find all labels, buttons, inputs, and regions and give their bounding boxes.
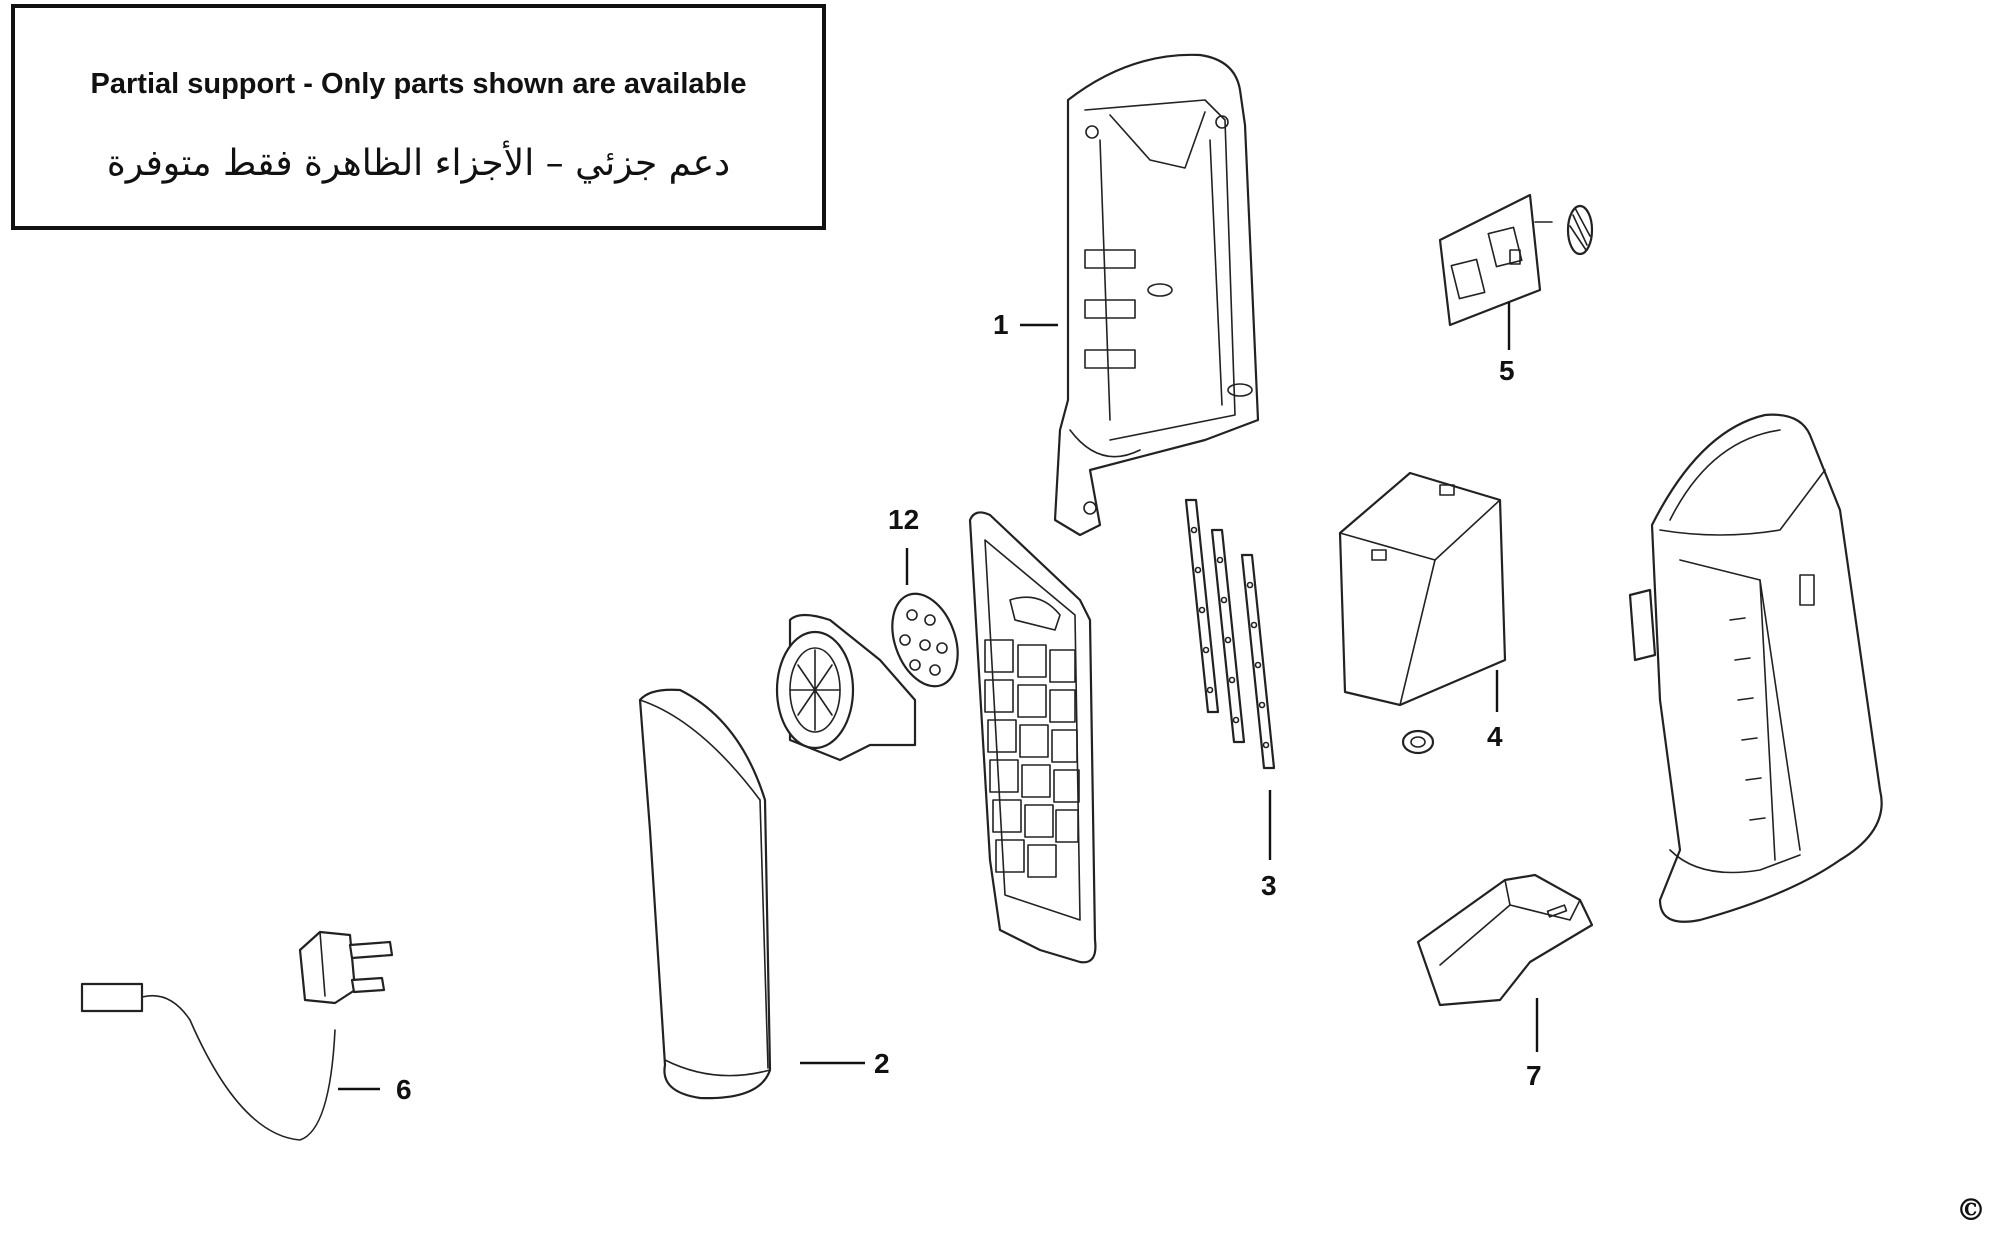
part-4-transformer[interactable] bbox=[1338, 471, 1507, 755]
callout-7: 7 bbox=[1526, 1060, 1542, 1091]
part-5-circuit-board[interactable] bbox=[1438, 193, 1594, 327]
callout-4: 4 bbox=[1487, 721, 1503, 752]
part-1-rear-housing[interactable] bbox=[1053, 53, 1260, 537]
part-6-power-adapter[interactable] bbox=[80, 930, 394, 1141]
part-3-electrode-strips[interactable] bbox=[1184, 498, 1276, 770]
callout-3: 3 bbox=[1261, 870, 1277, 901]
part-12-ion-disc[interactable] bbox=[880, 585, 969, 696]
fan-assembly[interactable] bbox=[775, 613, 917, 762]
callout-12: 12 bbox=[888, 504, 920, 535]
callout-1: 1 bbox=[993, 309, 1009, 340]
callout-5: 5 bbox=[1499, 355, 1515, 386]
notice-english-text: Partial support - Only parts shown are a… bbox=[90, 68, 747, 100]
callout-6: 6 bbox=[396, 1074, 412, 1105]
partial-support-notice: Partial support - Only parts shown are a… bbox=[11, 4, 826, 230]
callout-2: 2 bbox=[874, 1048, 890, 1079]
copyright-mark: © bbox=[1956, 1193, 1986, 1228]
right-housing[interactable] bbox=[1628, 413, 1883, 923]
part-7-bottom-cover[interactable] bbox=[1416, 873, 1594, 1007]
notice-arabic-text: دعم جزئي – الأجزاء الظاهرة فقط متوفرة bbox=[106, 143, 731, 184]
part-2-front-cover[interactable] bbox=[638, 688, 772, 1100]
grille-frame[interactable] bbox=[968, 511, 1097, 964]
